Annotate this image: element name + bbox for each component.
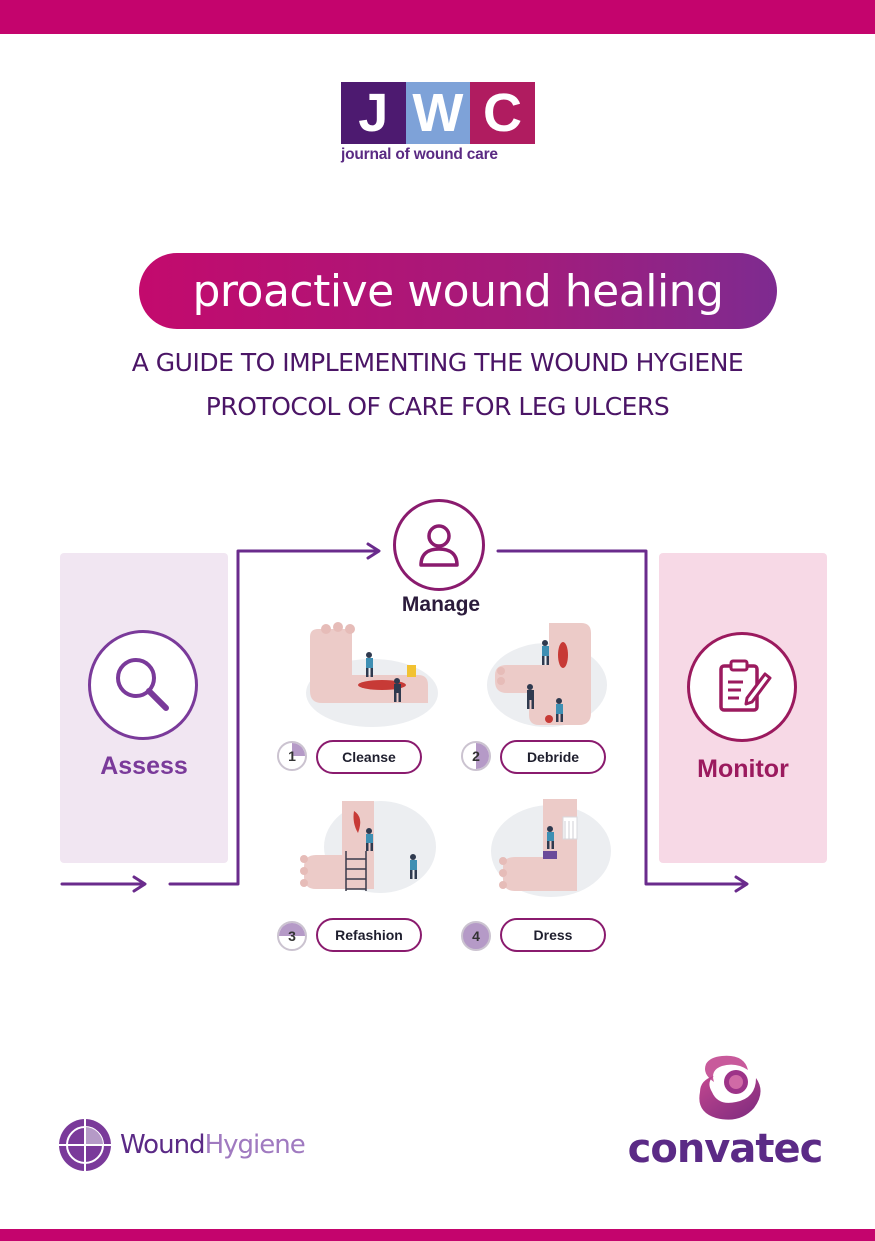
cleanse-illustration xyxy=(306,622,438,727)
clipboard-icon xyxy=(687,632,797,742)
wound-text: Wound xyxy=(120,1130,206,1160)
step-number-2: 2 xyxy=(461,741,491,771)
dress-illustration xyxy=(491,799,611,897)
subtitle-line-2: PROTOCOL OF CARE FOR LEG ULCERS xyxy=(205,392,670,421)
hygiene-text: Hygiene xyxy=(204,1130,306,1160)
step-debride: Debride xyxy=(500,740,606,774)
top-accent-bar xyxy=(0,0,875,34)
monitor-label: Monitor xyxy=(697,755,789,783)
step-number-4: 4 xyxy=(461,921,491,951)
convatec-wordmark: convatec xyxy=(627,1126,824,1172)
manage-label: Manage xyxy=(401,593,481,616)
page-title: proactive wound healing xyxy=(139,253,777,329)
jwc-logo: J W C journal of wound care xyxy=(341,82,535,164)
magnifier-icon xyxy=(88,630,198,740)
logo-subtitle: journal of wound care xyxy=(341,146,498,163)
step-dress: Dress xyxy=(500,918,606,952)
wound-hygiene-icon xyxy=(59,1119,111,1171)
bottom-accent-bar xyxy=(0,1229,875,1241)
convatec-symbol-icon xyxy=(699,1055,761,1120)
refashion-illustration xyxy=(300,801,436,893)
logo-letter-w: W xyxy=(405,82,471,144)
wound-hygiene-logo: WoundHygiene xyxy=(58,1118,306,1172)
subtitle-line-1: A GUIDE TO IMPLEMENTING THE WOUND HYGIEN… xyxy=(131,348,744,377)
arrow-to-monitor xyxy=(496,549,748,886)
arrow-to-manage xyxy=(168,549,380,886)
person-icon xyxy=(393,499,485,591)
assess-label: Assess xyxy=(100,752,188,780)
step-cleanse: Cleanse xyxy=(316,740,422,774)
debride-illustration xyxy=(487,623,607,727)
step-number-3: 3 xyxy=(277,921,307,951)
logo-letter-j: J xyxy=(341,82,406,144)
logo-letter-c: C xyxy=(470,82,535,144)
step-refashion: Refashion xyxy=(316,918,422,952)
step-number-1: 1 xyxy=(277,741,307,771)
